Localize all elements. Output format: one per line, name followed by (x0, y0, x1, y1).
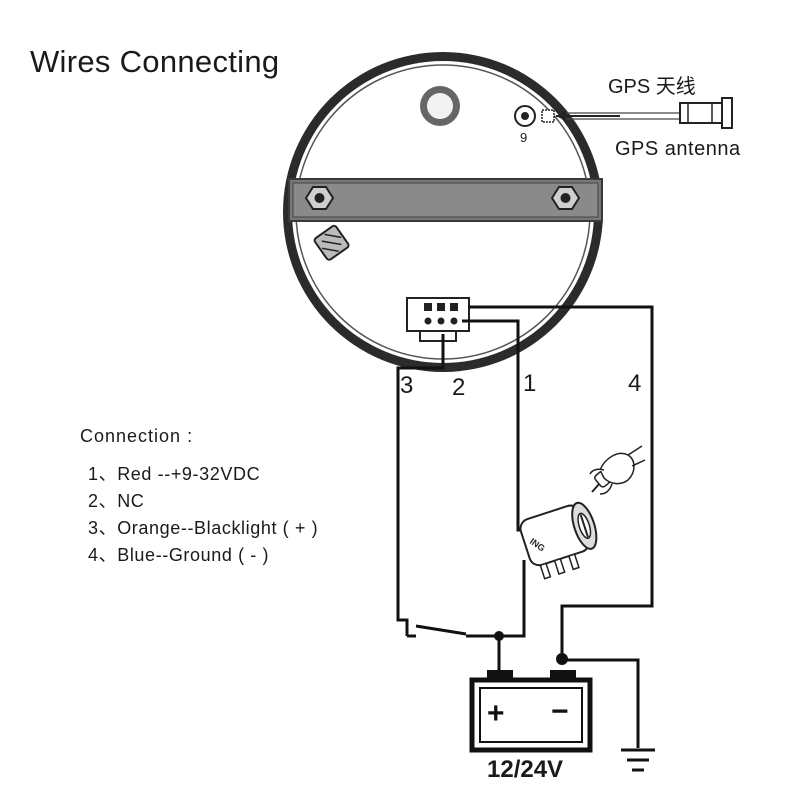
gauge-housing (283, 52, 603, 372)
gps-label-cn: GPS 天线 (608, 76, 696, 98)
gps-label-en: GPS antenna (615, 138, 741, 160)
connection-heading: Connection : (80, 426, 194, 446)
battery: + − (469, 670, 593, 753)
wire-number-3: 3 (400, 372, 414, 399)
junction-ground (556, 653, 568, 665)
ignition-switch: ING (519, 445, 646, 580)
wire-number-2: 2 (452, 374, 466, 401)
wire-number-4: 4 (628, 370, 642, 397)
wire-1 (462, 319, 520, 532)
gps-pin-label: 9 (520, 130, 528, 145)
gps-antenna (556, 97, 733, 129)
adjust-knob (313, 224, 350, 261)
wire-number-1: 1 (523, 370, 537, 397)
battery-positive-symbol: + (487, 697, 505, 730)
junction-positive (494, 631, 504, 641)
bracket-nut-left (304, 186, 335, 210)
connection-item: 4、Blue--Ground ( - ) (88, 545, 270, 565)
bracket-nut-right (550, 186, 581, 210)
wire-1-lower (497, 560, 526, 670)
ground-symbol (621, 748, 655, 772)
connection-list: 1、Red --+9-32VDC 2、NC 3、Orange--Blacklig… (88, 460, 318, 568)
battery-voltage: 12/24V (487, 756, 564, 783)
hand-icon (589, 445, 646, 495)
wires (396, 305, 654, 748)
page-title: Wires Connecting (30, 44, 280, 79)
battery-negative-symbol: − (551, 695, 569, 728)
connection-item: 1、Red --+9-32VDC (88, 464, 261, 484)
wire-4 (468, 305, 654, 748)
harness-connector (406, 297, 470, 342)
wire-3 (396, 334, 445, 636)
connection-item: 2、NC (88, 491, 145, 511)
connection-item: 3、Orange--Blacklight ( + ) (88, 518, 319, 538)
